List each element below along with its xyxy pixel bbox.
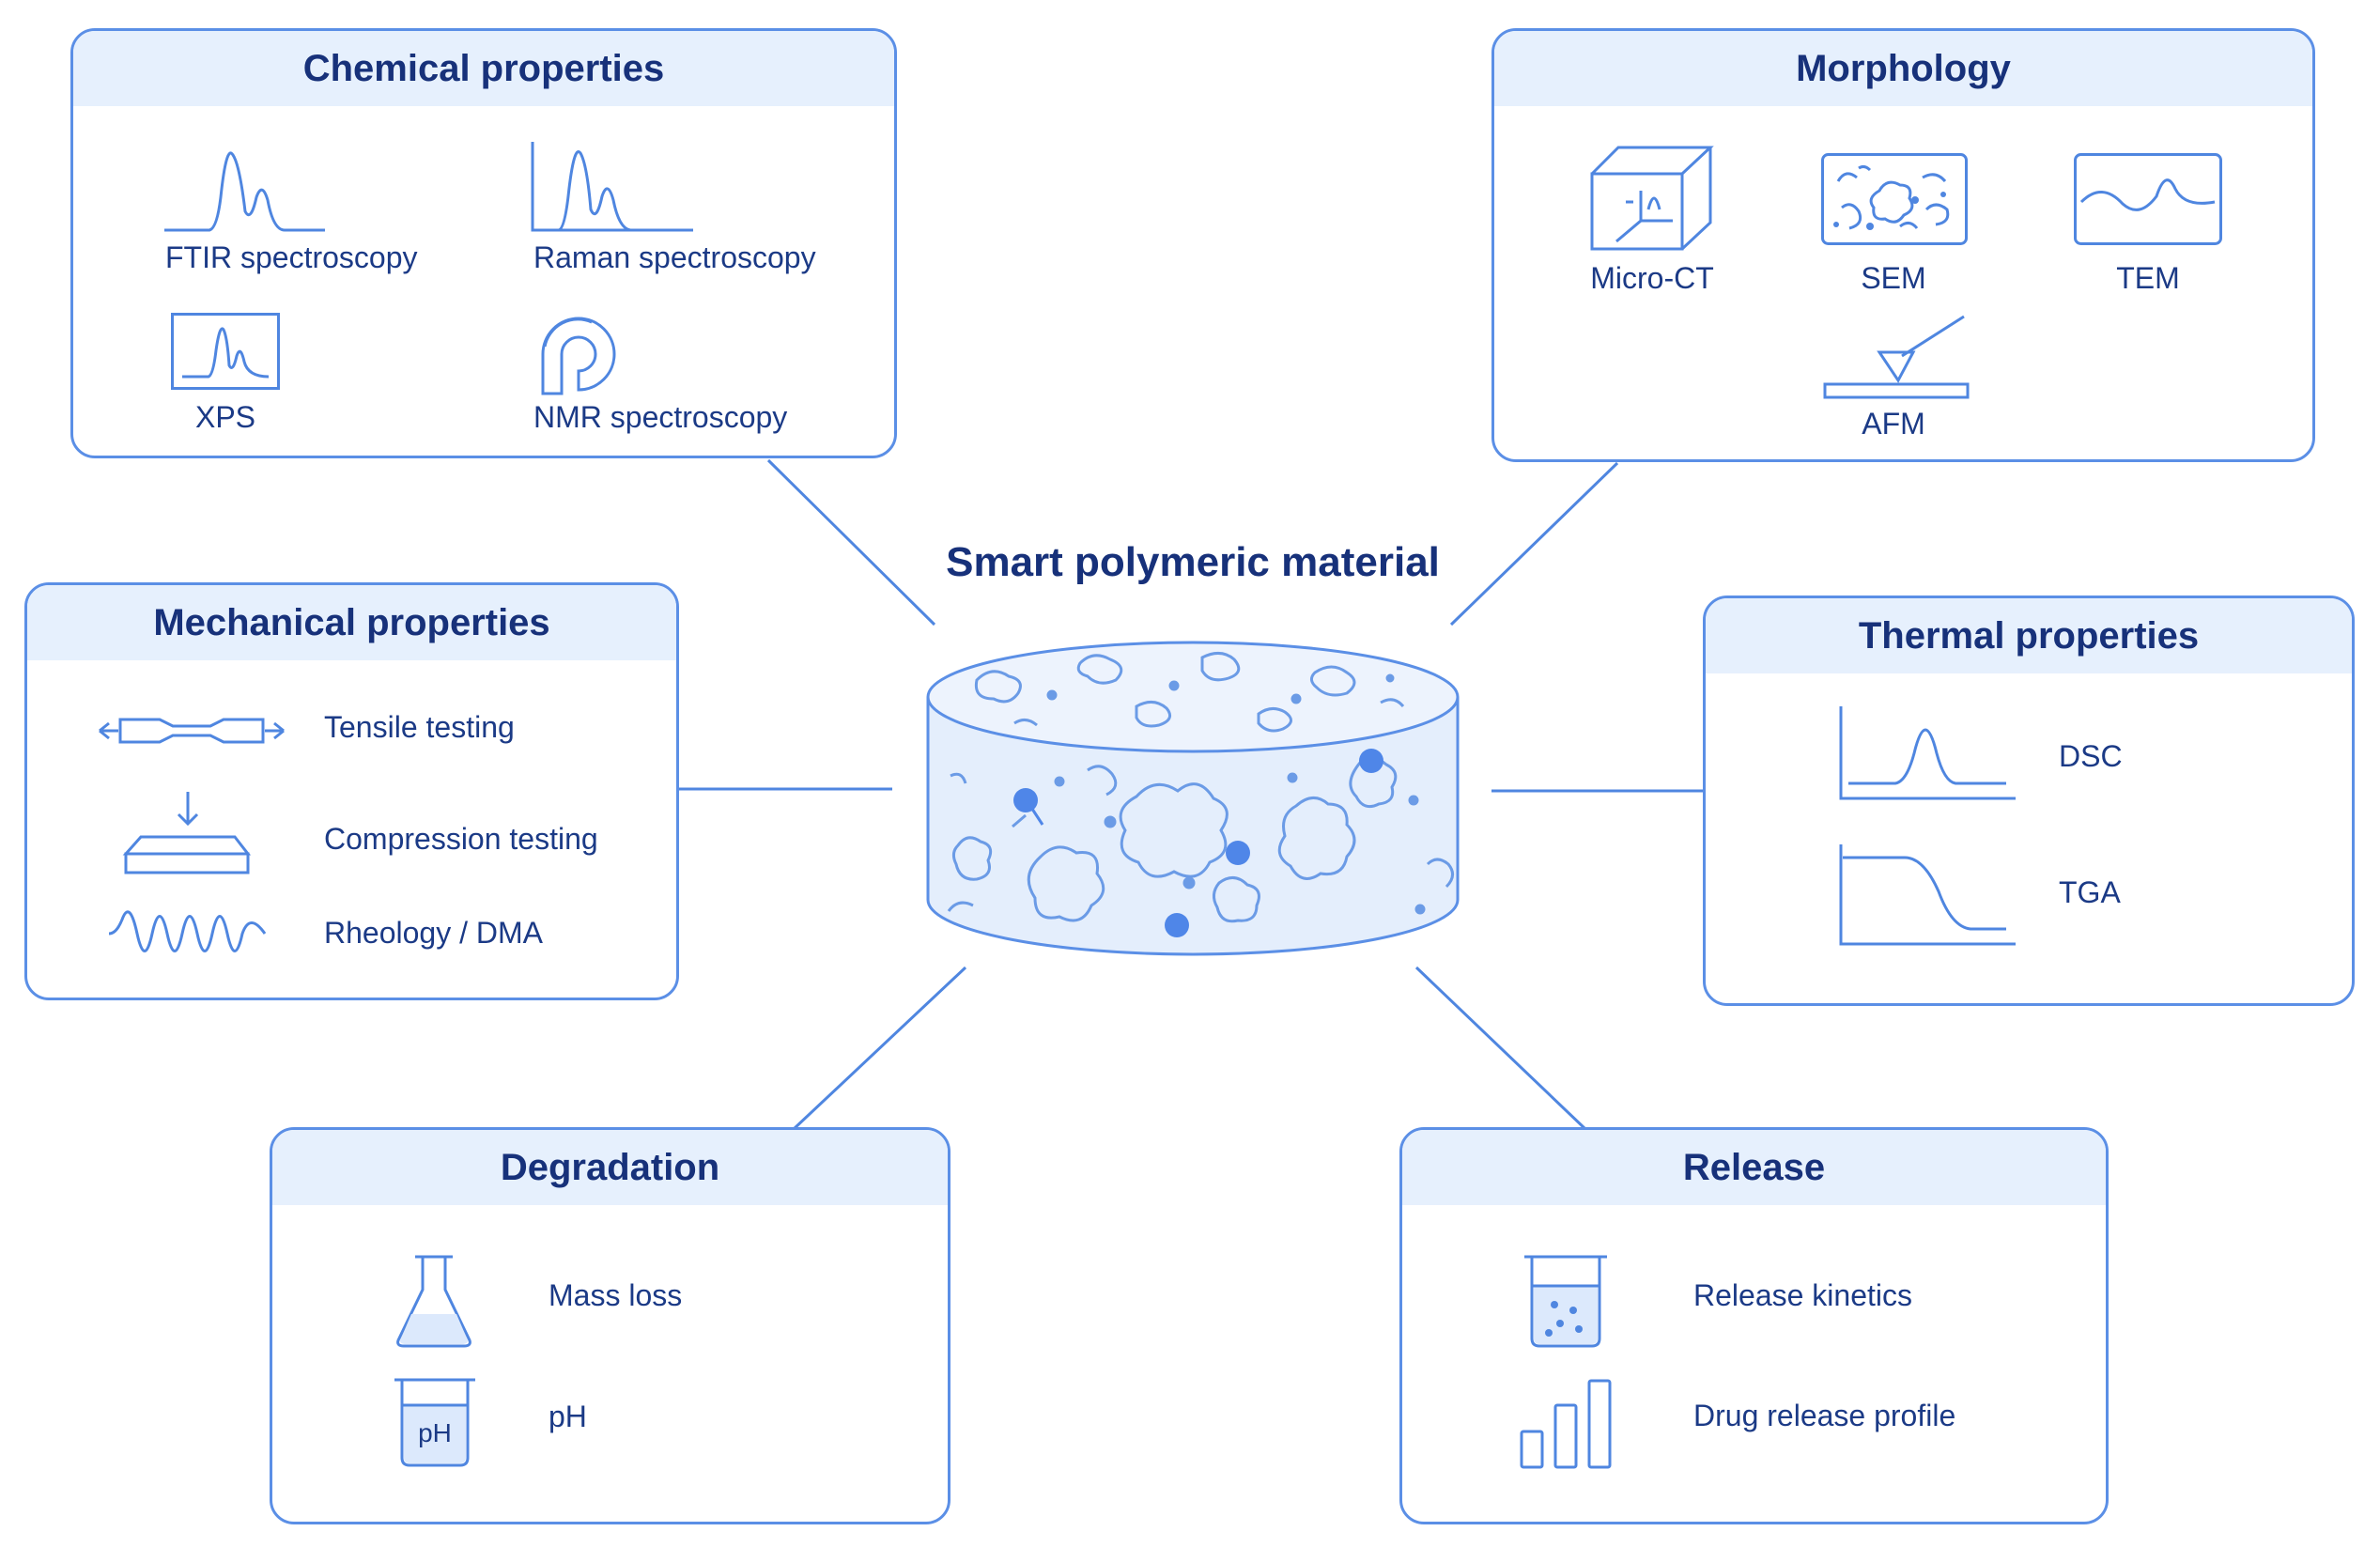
panel-header: Release (1402, 1130, 2106, 1205)
panel-degradation: Degradation Mass loss pH pH (270, 1127, 950, 1524)
afm-tip-icon (1823, 315, 1970, 401)
central-title: Smart polymeric material (946, 539, 1440, 585)
panel-title: Mechanical properties (153, 601, 550, 643)
compression-plate-icon (124, 790, 251, 874)
technique-label: Drug release profile (1693, 1399, 1956, 1432)
ph-beaker-text: pH (418, 1418, 452, 1447)
technique-label: SEM (1861, 261, 1926, 295)
tga-curve-icon (1839, 844, 2017, 946)
technique-label: Release kinetics (1693, 1278, 1912, 1312)
ftir-spectrum-icon (162, 146, 327, 232)
panel-header: Morphology (1494, 31, 2312, 106)
technique-label: Raman spectroscopy (533, 240, 816, 274)
technique-label: AFM (1862, 407, 1925, 441)
panel-release: Release Release kinetics Drug release pr (1399, 1127, 2109, 1524)
panel-header: Thermal properties (1706, 598, 2352, 673)
technique-label: TGA (2059, 875, 2121, 909)
nmr-magnet-icon (535, 309, 622, 395)
technique-label: Rheology / DMA (324, 916, 543, 950)
release-beaker-icon (1522, 1254, 1609, 1348)
panel-title: Morphology (1796, 47, 2011, 89)
flask-icon (394, 1254, 473, 1348)
technique-label: Tensile testing (324, 710, 515, 744)
technique-label: TEM (2116, 261, 2180, 295)
connector-chemical (766, 458, 936, 627)
technique-label: DSC (2059, 739, 2123, 773)
connector-morphology (1449, 461, 1619, 627)
micro-ct-cube-icon (1588, 144, 1715, 252)
panel-header: Mechanical properties (27, 585, 676, 660)
technique-label: NMR spectroscopy (533, 400, 788, 434)
technique-label: FTIR spectroscopy (165, 240, 418, 274)
ph-beaker-icon: pH (393, 1377, 477, 1467)
panel-title: Release (1682, 1146, 1826, 1188)
bar-chart-icon (1520, 1379, 1614, 1469)
panel-mechanical-properties: Mechanical properties Tensile testing Co… (24, 582, 679, 1000)
raman-spectrum-icon (531, 142, 695, 232)
technique-label: Compression testing (324, 822, 598, 856)
technique-label: XPS (194, 400, 256, 434)
tem-image-icon (2074, 153, 2222, 245)
panel-title: Thermal properties (1858, 614, 2200, 657)
tensile-specimen-icon (98, 712, 286, 750)
panel-chemical-properties: Chemical properties FTIR spectroscopy Ra… (70, 28, 897, 458)
technique-label: pH (549, 1400, 587, 1433)
panel-thermal-properties: Thermal properties DSC TGA (1703, 596, 2355, 1006)
connector-release (1414, 966, 1587, 1131)
dsc-curve-icon (1839, 706, 2017, 800)
panel-header: Degradation (272, 1130, 948, 1205)
technique-label: Mass loss (549, 1278, 683, 1312)
xps-spectrum-icon (171, 313, 280, 390)
panel-morphology: Morphology Micro-CT SEM (1491, 28, 2315, 462)
sem-image-icon (1821, 153, 1968, 245)
technique-label: Micro-CT (1590, 261, 1714, 295)
panel-header: Chemical properties (73, 31, 894, 106)
panel-title: Degradation (500, 1146, 720, 1188)
oscillation-wave-icon (107, 903, 267, 965)
polymer-material-illustration (926, 641, 1460, 956)
panel-title: Chemical properties (302, 47, 665, 89)
connector-degradation (792, 966, 967, 1131)
